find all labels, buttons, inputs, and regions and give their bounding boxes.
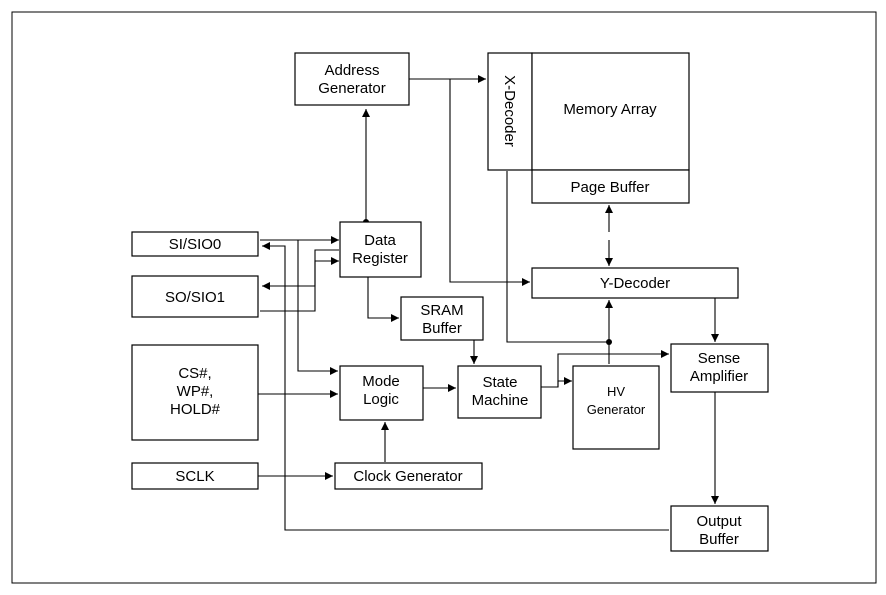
x-decoder-label: X-Decoder [501, 75, 518, 147]
hold-label: HOLD# [170, 401, 221, 418]
block-y-decoder: Y-Decoder [531, 267, 739, 299]
sense-amplifier-line1: Sense [698, 350, 741, 367]
block-mode-logic: Mode Logic [339, 365, 424, 421]
cs-label: CS#, [178, 365, 211, 382]
hv-generator-line2: Generator [587, 402, 646, 417]
wire-addr-to-ydecoder [449, 79, 530, 286]
block-si-sio0: SI/SIO0 [131, 231, 259, 257]
output-buffer-line2: Buffer [699, 531, 739, 548]
output-buffer-line1: Output [696, 513, 742, 530]
sram-buffer-line2: Buffer [422, 320, 462, 337]
wp-label: WP#, [177, 383, 214, 400]
block-output-buffer: Output Buffer [670, 505, 769, 552]
wire-feedback-to-si [262, 242, 669, 531]
block-address-generator: Address Generator [294, 52, 410, 106]
block-cs-wp-hold: CS#, WP#, HOLD# [131, 344, 259, 441]
block-hv-generator: HV Generator [572, 365, 660, 450]
block-clock-generator: Clock Generator [334, 462, 483, 490]
mode-logic-line2: Logic [363, 391, 399, 408]
sense-amplifier-line2: Amplifier [690, 368, 748, 385]
address-generator-line1: Address [324, 62, 379, 79]
sclk-label: SCLK [175, 468, 214, 485]
block-data-register: Data Register [339, 221, 422, 278]
block-sclk: SCLK [131, 462, 259, 490]
block-sense-amplifier: Sense Amplifier [670, 343, 769, 393]
state-machine-line2: Machine [472, 392, 529, 409]
block-x-decoder: X-Decoder [487, 52, 533, 171]
si-sio0-label: SI/SIO0 [169, 236, 222, 253]
mode-logic-line1: Mode [362, 373, 400, 390]
memory-array-label: Memory Array [563, 101, 657, 118]
data-register-line1: Data [364, 232, 396, 249]
connections [258, 75, 719, 531]
page-buffer-label: Page Buffer [571, 179, 650, 196]
wire-si-to-modelogic [297, 240, 338, 375]
wire-state-to-sense [557, 350, 669, 387]
data-register-line2: Register [352, 250, 408, 267]
junction-hv-ydec [606, 339, 612, 345]
block-state-machine: State Machine [457, 365, 542, 419]
wire-so-to-datareg [260, 257, 339, 312]
state-machine-line1: State [482, 374, 517, 391]
address-generator-line2: Generator [318, 80, 386, 97]
wire-xdec-to-sense [506, 171, 609, 343]
sram-buffer-line1: SRAM [420, 302, 463, 319]
so-sio1-label: SO/SIO1 [165, 289, 225, 306]
block-so-sio1: SO/SIO1 [131, 275, 259, 318]
hv-generator-line1: HV [607, 384, 625, 399]
clock-generator-label: Clock Generator [353, 468, 462, 485]
y-decoder-label: Y-Decoder [600, 275, 670, 292]
wire-datareg-to-sram [367, 277, 399, 322]
block-sram-buffer: SRAM Buffer [400, 296, 484, 341]
block-memory-array: Memory Array [531, 52, 690, 171]
block-page-buffer: Page Buffer [531, 169, 690, 204]
